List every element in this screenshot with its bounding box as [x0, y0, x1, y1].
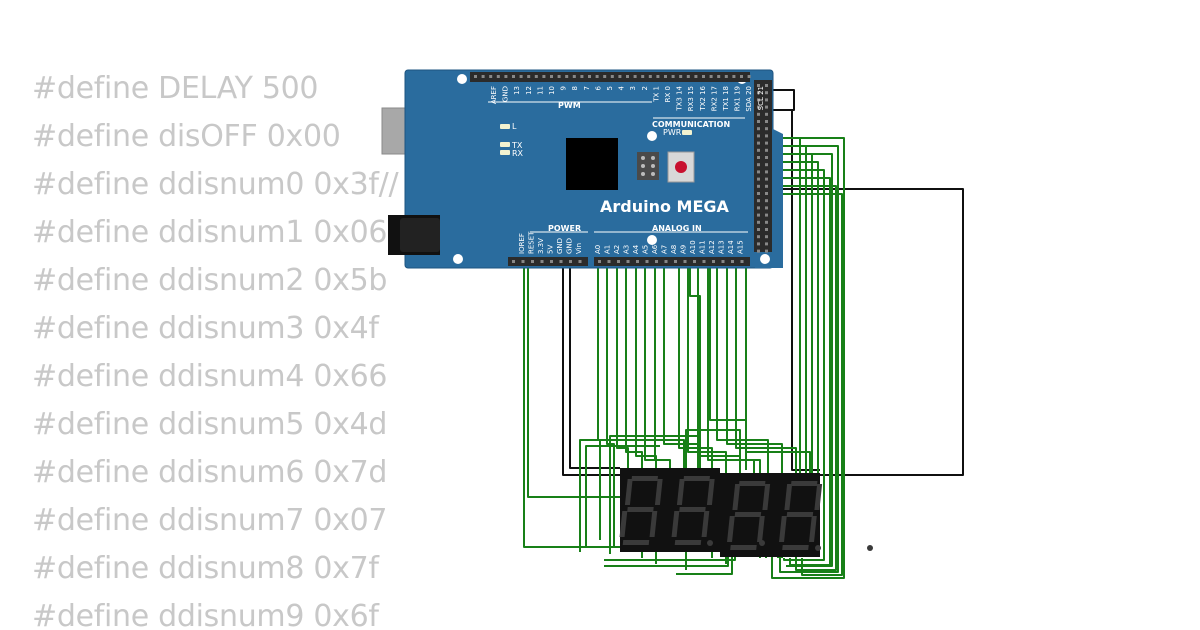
pin-label: A1	[604, 245, 612, 254]
pin-label: A3	[623, 245, 631, 254]
led-l	[500, 124, 510, 129]
pin-label: A4	[632, 244, 640, 254]
header-pins	[474, 75, 768, 263]
pin-label: RX3 15	[687, 86, 695, 111]
pin-label: GND	[556, 238, 564, 254]
led-pwr	[682, 130, 692, 135]
pin-label: TX3 14	[676, 85, 684, 111]
pin-label: IOREF	[518, 233, 526, 254]
pin-label: A7	[661, 245, 669, 254]
pin-label: A9	[680, 245, 688, 254]
code-line: #define ddisnum4 0x66	[32, 359, 388, 394]
power-jack-barrel	[400, 218, 440, 252]
label-rx: RX	[512, 149, 524, 158]
display-digit	[671, 476, 765, 546]
mount-hole	[760, 254, 770, 264]
code-line: #define DELAY 500	[32, 71, 319, 106]
pin-label: 3.3V	[537, 238, 545, 254]
top-header	[470, 72, 750, 82]
pin-label: TX1 18	[722, 86, 730, 112]
pin-label: 8	[571, 86, 579, 90]
code-line: #define ddisnum3 0x4f	[32, 311, 379, 346]
pin-label: 12	[525, 86, 533, 95]
display-digit	[619, 476, 713, 546]
pin-label: 13	[513, 86, 521, 95]
power-header	[508, 257, 588, 266]
mount-hole	[647, 235, 657, 245]
code-line: #define ddisnum1 0x06	[32, 215, 388, 250]
label-communication: COMMUNICATION	[652, 120, 730, 129]
label-tx: TX	[511, 141, 523, 150]
code-line: #define disOFF 0x00	[32, 119, 341, 154]
pin-label: 2	[641, 86, 649, 90]
pin-label: GND	[566, 238, 574, 254]
pin-label: A2	[613, 245, 621, 254]
pin-label: SDA 20	[745, 86, 753, 112]
pin-label: A0	[594, 245, 602, 254]
pin-label: A6	[651, 244, 659, 254]
pin-label: 6	[594, 85, 602, 90]
pin-label: A15	[737, 240, 745, 254]
code-line: #define ddisnum5 0x4d	[32, 407, 388, 442]
pin-label: AREF	[490, 86, 498, 104]
pin-label: A13	[718, 240, 726, 254]
pin-label: 9	[560, 86, 568, 90]
mount-hole	[647, 131, 657, 141]
icsp-pins	[641, 156, 655, 176]
label-power: POWER	[548, 224, 581, 233]
pin-label: RX1 19	[734, 86, 742, 111]
label-l: L	[512, 122, 517, 131]
icsp-header	[637, 152, 659, 180]
pin-label: A10	[689, 240, 697, 254]
pin-label: TX 1	[652, 86, 660, 103]
label-pwm: PWM	[558, 101, 581, 110]
code-line: #define ddisnum0 0x3f//	[32, 167, 399, 202]
pin-label: A14	[727, 240, 735, 254]
pin-label: A5	[642, 245, 650, 254]
led-rx	[500, 150, 510, 155]
pin-label: A12	[708, 240, 716, 254]
code-line: #define ddisnum9 0x6f	[32, 599, 379, 630]
pin-label: GND	[502, 86, 510, 102]
pin-label: 5	[606, 86, 614, 90]
pin-label: 7	[583, 86, 591, 90]
mount-hole	[453, 254, 463, 264]
reset-button-cap[interactable]	[675, 161, 687, 173]
code-line: #define ddisnum7 0x07	[32, 503, 388, 538]
display-digit	[779, 481, 873, 551]
pin-label: Vin	[575, 243, 583, 254]
pin-label: TX2 16	[699, 85, 707, 111]
label-pwr: PWR	[663, 128, 682, 137]
pin-label: RX2 17	[710, 86, 718, 111]
atmega-chip	[566, 138, 618, 190]
pin-label: 4	[618, 85, 626, 90]
analog-header	[594, 257, 750, 266]
pin-label: 5V	[547, 245, 555, 254]
seven-segment-display[interactable]	[619, 468, 873, 557]
arduino-mega-board[interactable]: L TX RX PWR PWM COMMUNICATION Arduino ME…	[381, 69, 783, 269]
pin-label: SCL 21	[757, 86, 765, 110]
board-name: Arduino MEGA	[600, 197, 730, 216]
code-line: #define ddisnum2 0x5b	[32, 263, 388, 298]
label-analog-in: ANALOG IN	[652, 224, 702, 233]
led-tx	[500, 142, 510, 147]
pin-label: 11	[536, 86, 544, 95]
code-preview: #define DELAY 500 #define disOFF 0x00 #def…	[0, 0, 420, 630]
pin-label: A8	[670, 245, 678, 254]
mount-hole	[457, 74, 467, 84]
display-digit	[727, 481, 821, 551]
code-line: #define ddisnum8 0x7f	[32, 551, 379, 586]
pin-label: RESET	[528, 231, 536, 254]
pin-label: RX 0	[664, 86, 672, 102]
code-line: #define ddisnum6 0x7d	[32, 455, 388, 490]
pin-label: 10	[548, 86, 556, 95]
pin-label: A11	[699, 240, 707, 254]
pin-label: 3	[629, 86, 637, 90]
